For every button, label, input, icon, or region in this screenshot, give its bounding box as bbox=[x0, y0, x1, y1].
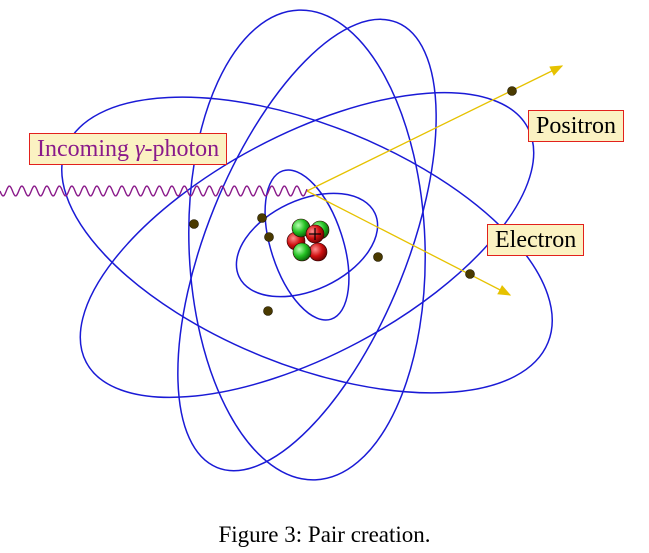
particle-tracks bbox=[306, 65, 564, 296]
photon-wave bbox=[0, 185, 308, 197]
figure-caption: Figure 3: Pair creation. bbox=[218, 522, 431, 547]
nucleus bbox=[286, 218, 330, 262]
incoming-photon-label: Incoming γ-photon bbox=[29, 133, 228, 165]
positron-track bbox=[306, 65, 564, 192]
positron-label: Positron bbox=[528, 110, 625, 142]
electron-dot bbox=[263, 306, 273, 316]
electron-label: Electron bbox=[487, 224, 585, 256]
photon-label-suffix: -photon bbox=[144, 136, 220, 162]
electron-dot bbox=[264, 232, 274, 242]
electron-dot bbox=[257, 213, 267, 223]
proton bbox=[308, 242, 328, 262]
orbit-small-2 bbox=[264, 169, 350, 321]
gamma-symbol: γ bbox=[134, 136, 145, 162]
particles bbox=[189, 86, 517, 316]
orbit-large-2 bbox=[79, 91, 535, 399]
photon-label-prefix: Incoming bbox=[37, 136, 135, 162]
orbit-small-1 bbox=[235, 192, 379, 298]
orbit-large-4 bbox=[188, 9, 426, 481]
orbit-large-3 bbox=[177, 18, 437, 472]
electron-track bbox=[306, 190, 512, 296]
neutron bbox=[292, 242, 312, 262]
orbits bbox=[61, 9, 553, 481]
electron-dot bbox=[465, 269, 475, 279]
electron-dot bbox=[373, 252, 383, 262]
positron-dot bbox=[507, 86, 517, 96]
electron-dot bbox=[189, 219, 199, 229]
